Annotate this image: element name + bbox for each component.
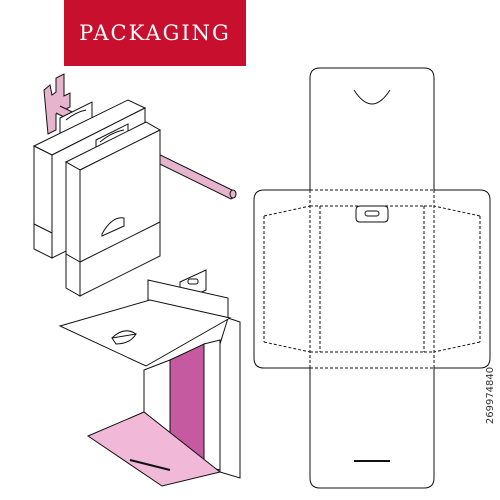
dieline-outline	[253, 67, 491, 489]
stock-id-label: 269974840	[484, 300, 498, 490]
dieline-hang-tab	[355, 205, 389, 223]
box-front-face	[79, 129, 161, 297]
peg-rod-tip	[229, 189, 237, 199]
hanging-box-front	[64, 121, 162, 297]
open-box-floor	[86, 411, 222, 487]
peg-wall-clip	[43, 73, 71, 135]
box-front-back	[33, 145, 53, 259]
dieline-thumb-notch	[353, 89, 391, 105]
open-box	[58, 269, 241, 487]
open-box-lid	[58, 299, 232, 367]
stock-id: 269974840	[485, 366, 497, 424]
box-thumb-notch	[101, 217, 125, 237]
open-box-right-side	[219, 317, 241, 479]
banner-title: PACKAGING	[79, 21, 231, 45]
packaging-banner: PACKAGING	[64, 0, 246, 66]
dieline	[253, 67, 491, 489]
